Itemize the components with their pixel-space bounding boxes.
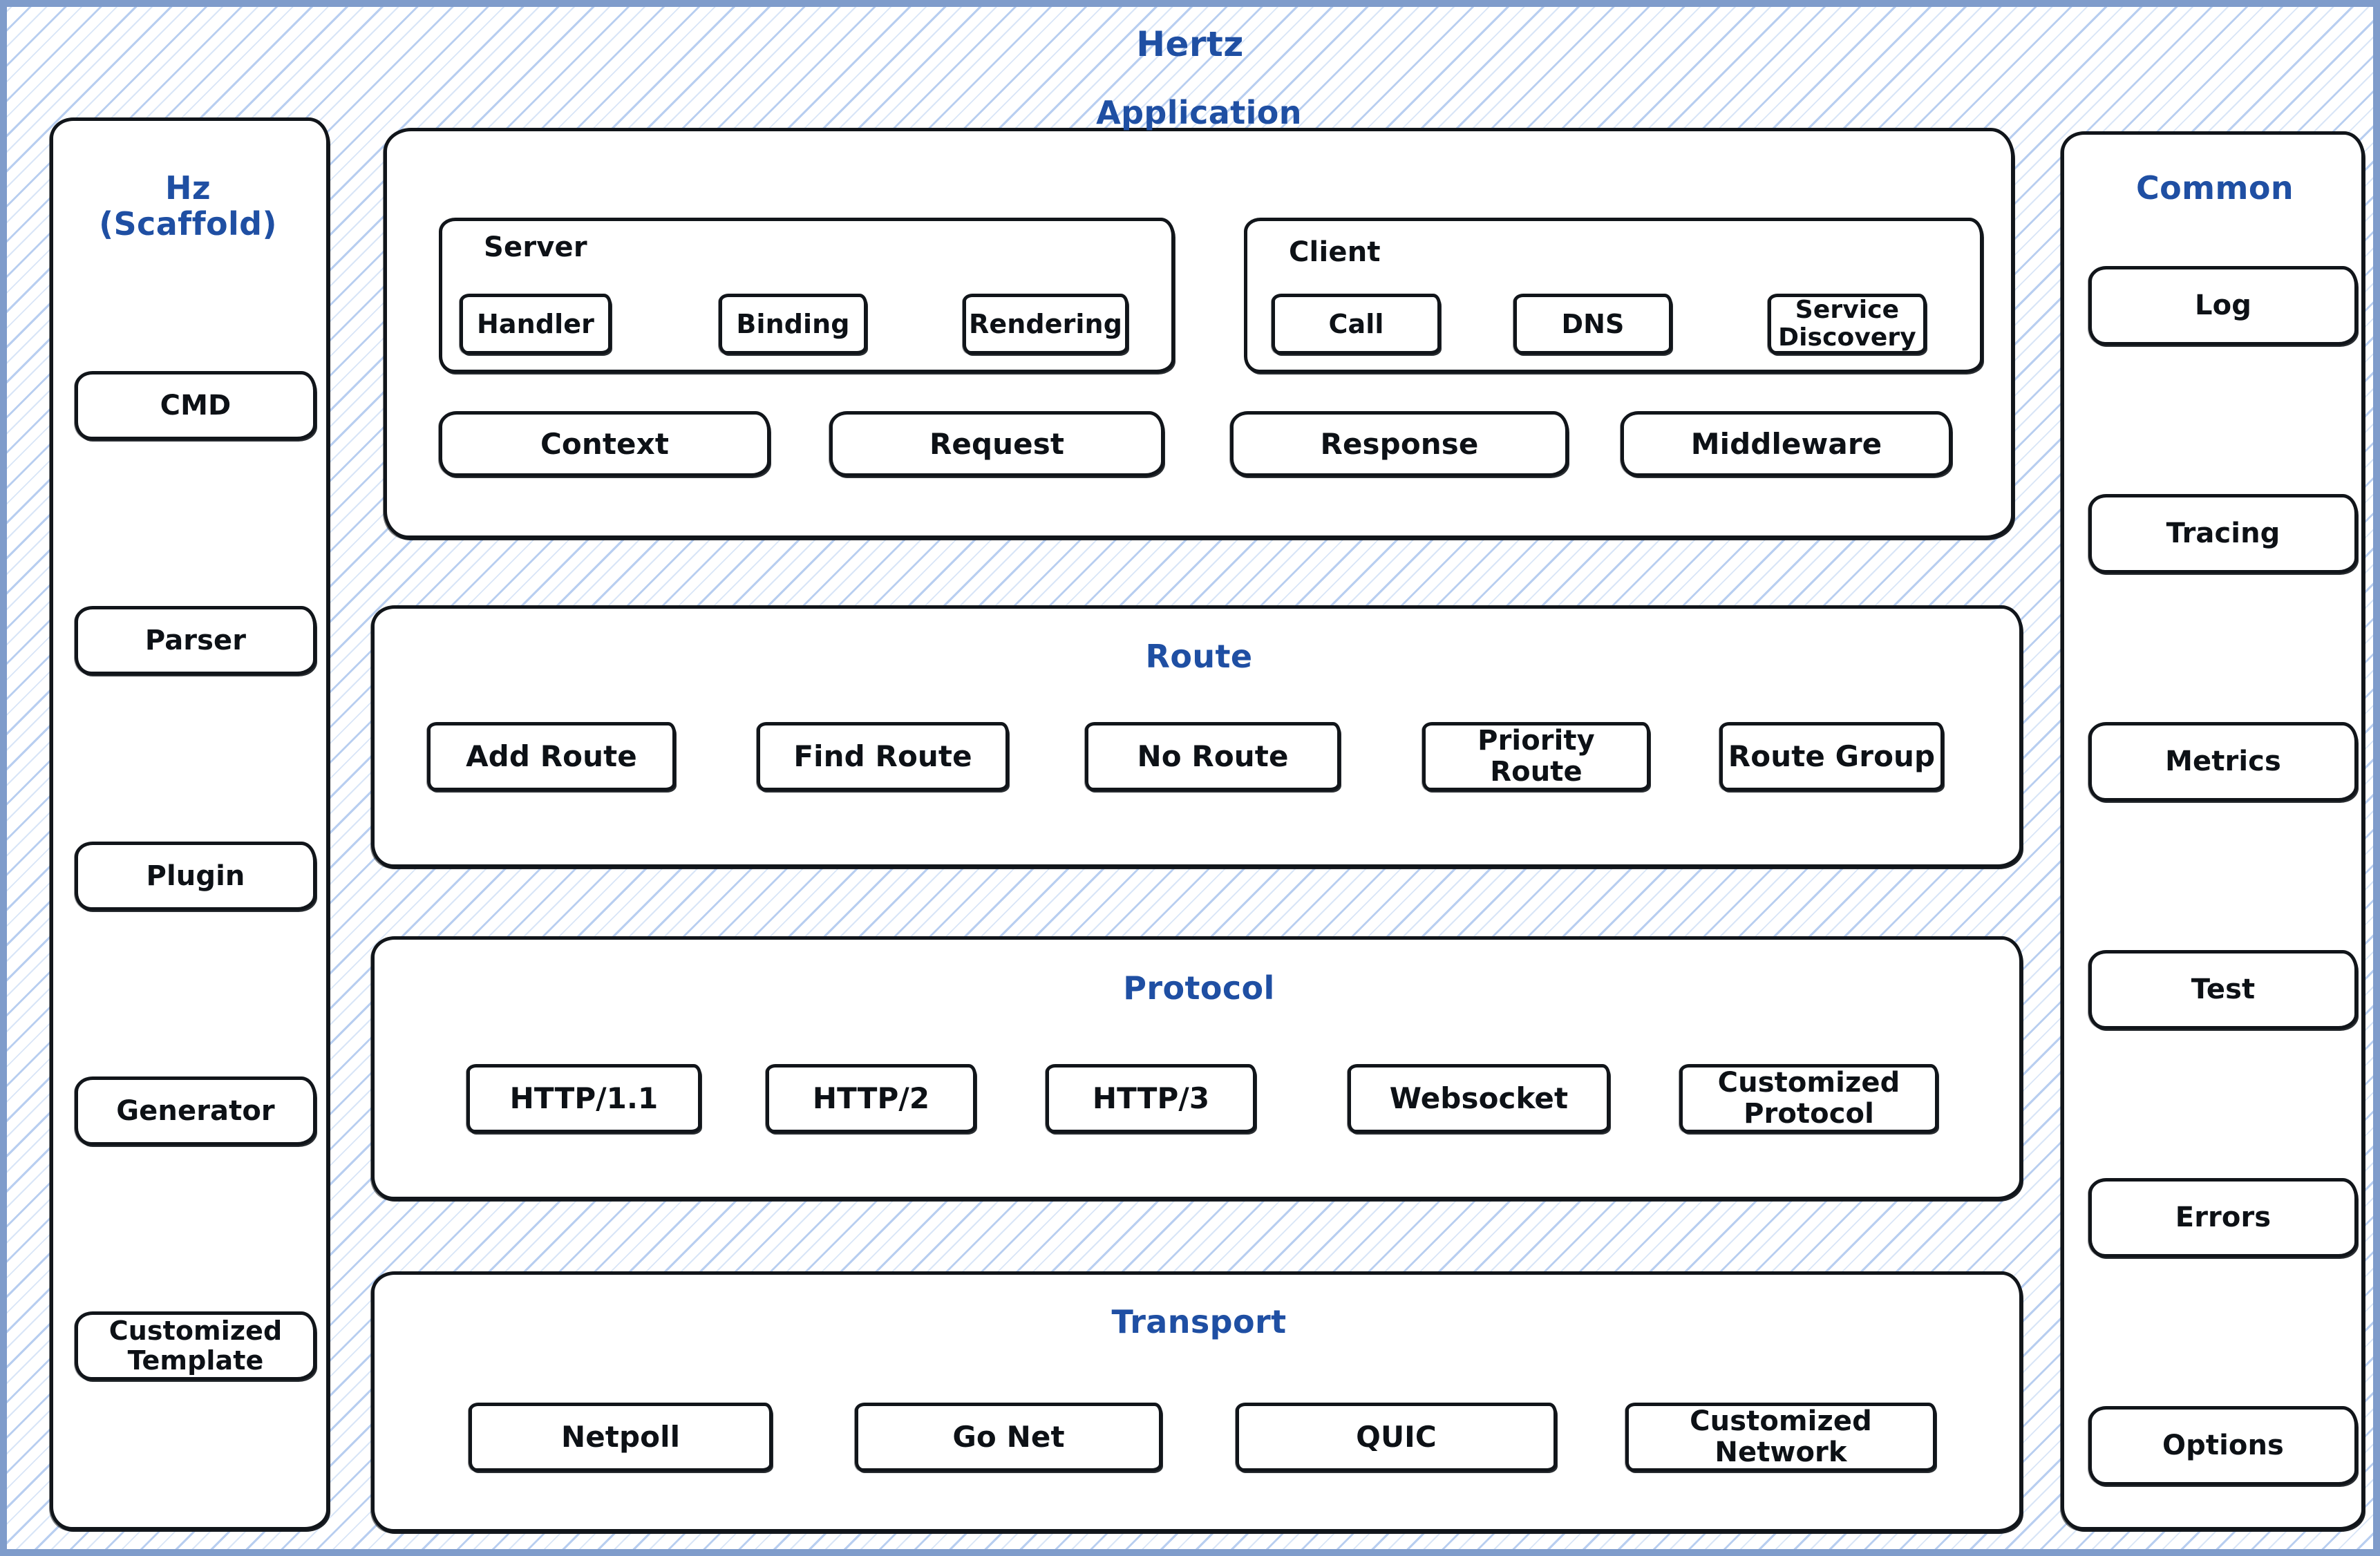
node-middleware[interactable]: Middleware [1621,411,1952,477]
node-options[interactable]: Options [2088,1406,2358,1486]
node-binding[interactable]: Binding [719,294,867,354]
transport-panel [371,1271,2023,1533]
node-http-1-1[interactable]: HTTP/1.1 [466,1064,701,1133]
node-go-net[interactable]: Go Net [855,1403,1162,1472]
node-response[interactable]: Response [1230,411,1569,477]
node-customized-protocol[interactable]: Customized Protocol [1679,1064,1938,1133]
client-label: Client [1289,236,1381,268]
node-rendering[interactable]: Rendering [963,294,1128,354]
hz-scaffold-panel [50,117,330,1530]
node-context[interactable]: Context [439,411,771,477]
application-title: Application [1096,94,1302,131]
node-no-route[interactable]: No Route [1085,722,1341,791]
hz-scaffold-title: Hz (Scaffold) [99,169,277,243]
transport-title: Transport [1111,1303,1287,1340]
node-http-3[interactable]: HTTP/3 [1046,1064,1256,1133]
node-call[interactable]: Call [1272,294,1441,354]
node-handler[interactable]: Handler [460,294,612,354]
node-test[interactable]: Test [2088,950,2358,1030]
common-panel [2061,131,2365,1530]
node-plugin[interactable]: Plugin [75,842,317,911]
node-websocket[interactable]: Websocket [1348,1064,1610,1133]
common-title: Common [2136,169,2294,207]
server-label: Server [484,231,587,263]
node-add-route[interactable]: Add Route [427,722,676,791]
node-errors[interactable]: Errors [2088,1178,2358,1258]
node-priority-route[interactable]: Priority Route [1422,722,1650,791]
diagram-title: Hertz [1136,24,1244,64]
protocol-title: Protocol [1123,969,1275,1007]
node-service-discovery[interactable]: Service Discovery [1768,294,1927,354]
route-title: Route [1145,638,1253,675]
node-request[interactable]: Request [829,411,1164,477]
node-http-2[interactable]: HTTP/2 [766,1064,976,1133]
node-parser[interactable]: Parser [75,606,317,675]
node-netpoll[interactable]: Netpoll [469,1403,773,1472]
node-dns[interactable]: DNS [1513,294,1672,354]
node-cmd[interactable]: CMD [75,371,317,440]
node-customized-network[interactable]: Customized Network [1625,1403,1936,1472]
node-route-group[interactable]: Route Group [1719,722,1944,791]
node-find-route[interactable]: Find Route [757,722,1009,791]
node-quic[interactable]: QUIC [1236,1403,1557,1472]
node-log[interactable]: Log [2088,266,2358,345]
node-generator[interactable]: Generator [75,1076,317,1146]
node-customized-template[interactable]: Customized Template [75,1311,317,1381]
node-tracing[interactable]: Tracing [2088,494,2358,573]
node-metrics[interactable]: Metrics [2088,722,2358,801]
